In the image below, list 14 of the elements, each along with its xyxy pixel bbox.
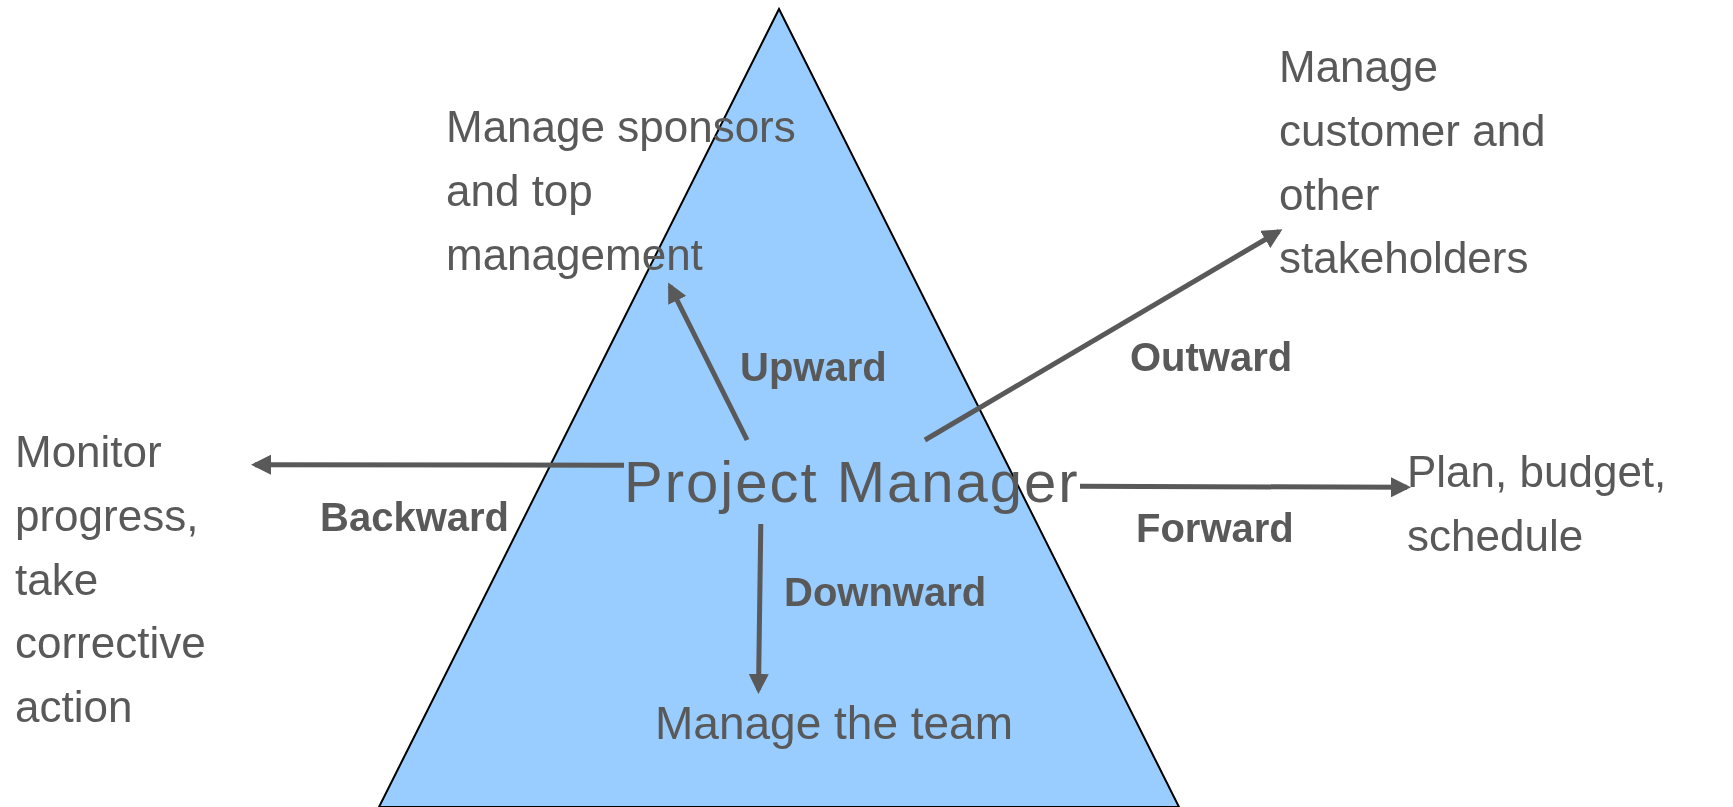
arrow (748, 523, 769, 694)
arrow (1080, 477, 1411, 498)
task-text: Manage the team (655, 696, 1014, 751)
edge-label: Outward (1130, 335, 1293, 380)
arrow (923, 229, 1283, 443)
edge-label: Forward (1136, 506, 1294, 551)
arrow (667, 282, 750, 442)
arrow (251, 454, 624, 475)
edge-label: Upward (740, 345, 887, 390)
edge-label: Backward (320, 495, 509, 540)
task-text: Monitor progress, take corrective action (15, 426, 207, 734)
task-text: Manage customer and other stakeholders (1279, 41, 1547, 285)
task-text: Plan, budget, schedule (1407, 446, 1668, 562)
edge-label: Downward (784, 570, 987, 615)
